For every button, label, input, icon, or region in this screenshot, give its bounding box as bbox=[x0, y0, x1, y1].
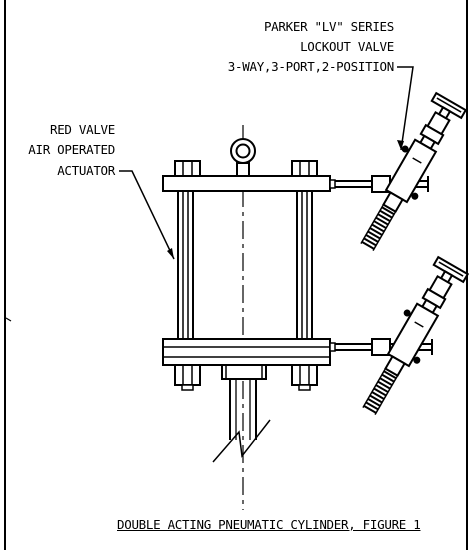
top-end-cap bbox=[162, 175, 336, 192]
actuator-label-line-2: AIR OPERATED bbox=[28, 142, 115, 157]
piston-rod bbox=[212, 364, 271, 463]
valve-label-line-3: 3-WAY,3-PORT,2-POSITION bbox=[227, 59, 395, 74]
edge-mark bbox=[5, 317, 12, 322]
bottom-end-cap bbox=[162, 338, 336, 366]
valve-label-line-1: PARKER "LV" SERIES bbox=[263, 19, 394, 34]
actuator-leader-line bbox=[119, 170, 175, 260]
bottom-nut-right bbox=[291, 364, 318, 391]
figure-title: DOUBLE ACTING PNEUMATIC CYLINDER, FIGURE… bbox=[117, 517, 421, 532]
valve-label-line-2: LOCKOUT VALVE bbox=[300, 39, 394, 54]
valve-leader-line bbox=[397, 66, 414, 151]
top-nut-left bbox=[174, 160, 201, 177]
cylinder-barrel bbox=[177, 190, 313, 340]
bottom-nut-left bbox=[174, 364, 201, 391]
top-nut-right bbox=[291, 160, 318, 177]
lockout-valve-bottom bbox=[352, 256, 470, 421]
actuator-label-line-1: RED VALVE bbox=[49, 122, 115, 137]
lockout-valve-top bbox=[350, 92, 468, 257]
actuator-leader-arrow bbox=[167, 248, 174, 259]
lifting-eye-bolt bbox=[230, 138, 256, 177]
drawing-border-left bbox=[4, 0, 6, 550]
actuator-label-line-3: ACTUATOR bbox=[57, 163, 115, 178]
valve-leader-arrow bbox=[397, 140, 404, 150]
